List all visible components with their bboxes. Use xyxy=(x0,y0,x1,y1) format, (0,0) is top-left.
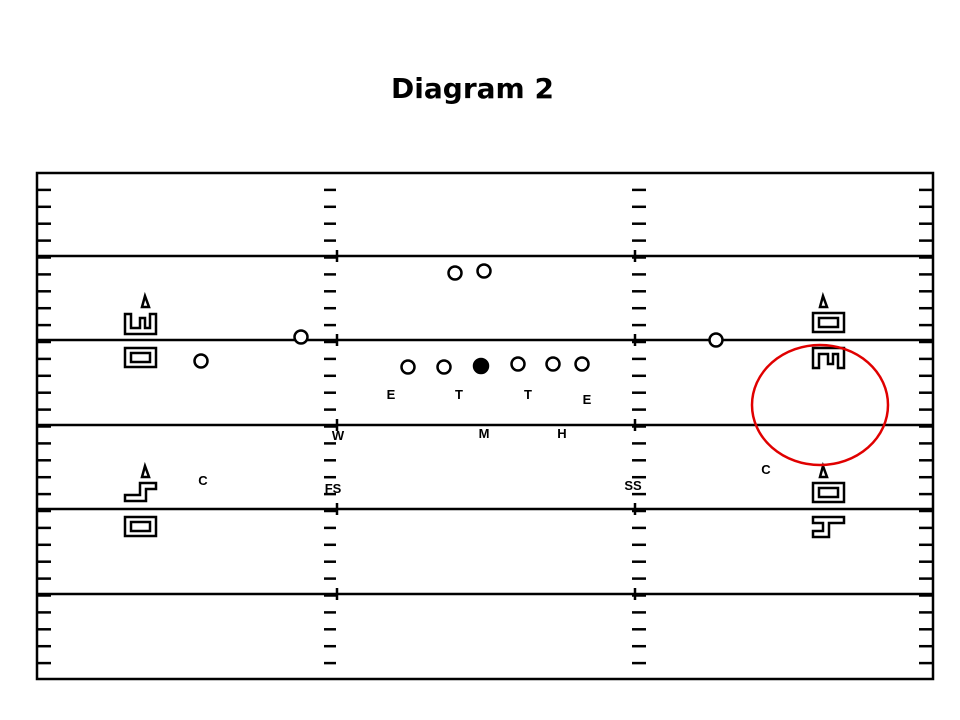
yard-lines xyxy=(37,254,933,596)
offense-player xyxy=(436,359,452,375)
defense-corner-right: C xyxy=(761,462,771,477)
pylon-icon xyxy=(811,461,846,539)
offense xyxy=(193,263,724,375)
center-player xyxy=(472,357,490,375)
defense-end-left: E xyxy=(387,387,396,402)
defense-mike: M xyxy=(479,426,490,441)
pylon-icon xyxy=(123,291,158,369)
pylon-icon xyxy=(811,291,846,370)
offense-player xyxy=(476,263,492,279)
defense-labels: E T T E W M H C C FS SS xyxy=(198,387,771,496)
defense-tackle-right: T xyxy=(524,387,532,402)
defense-strong-safety: SS xyxy=(624,478,642,493)
hash-marks xyxy=(37,188,933,665)
offense-player xyxy=(708,332,724,348)
offense-player xyxy=(510,356,526,372)
offense-player xyxy=(545,356,561,372)
pylon-icon xyxy=(123,461,158,538)
highlight-circle xyxy=(750,343,890,467)
defense-end-right: E xyxy=(583,392,592,407)
defense-corner-left: C xyxy=(198,473,208,488)
diagram-title: Diagram 2 xyxy=(391,72,554,105)
defense-free-safety: FS xyxy=(325,481,342,496)
offense-player xyxy=(574,356,590,372)
hash-cross-marks xyxy=(335,250,637,600)
offense-player xyxy=(400,359,416,375)
defense-will: W xyxy=(332,428,345,443)
defense-hawk: H xyxy=(557,426,566,441)
offense-player xyxy=(293,329,309,345)
offense-player xyxy=(447,265,463,281)
offense-player xyxy=(193,353,209,369)
defense-tackle-left: T xyxy=(455,387,463,402)
